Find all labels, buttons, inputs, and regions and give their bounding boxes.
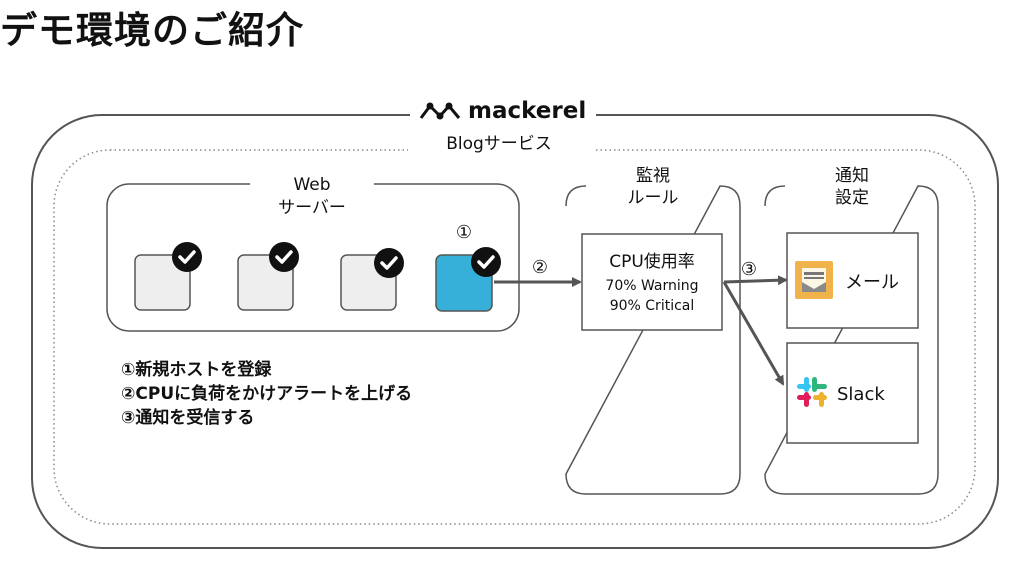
cpu-rule-card[interactable] <box>581 233 723 331</box>
page-title: デモ環境のご紹介 <box>0 9 304 52</box>
check-badge-icon <box>471 247 501 277</box>
host-2[interactable] <box>237 242 299 311</box>
slack-target-card[interactable] <box>786 342 919 444</box>
step-3-text: ③通知を受信する <box>121 407 254 428</box>
step3-marker: ③ <box>741 259 757 280</box>
rule-title: CPU使用率 <box>609 251 695 272</box>
mail-label: メール <box>845 272 899 293</box>
arrow-rule-to-mail <box>723 275 788 286</box>
notify-group-label-line1: 通知 <box>835 166 869 186</box>
step-2-text: ②CPUに負荷をかけアラートを上げる <box>121 383 412 404</box>
host-3[interactable] <box>340 248 404 311</box>
web-group-label-line1: Web <box>293 175 330 195</box>
check-badge-icon <box>269 242 299 272</box>
mail-icon <box>795 261 833 299</box>
service-label: Blogサービス <box>446 134 552 154</box>
monitor-group-label-line1: 監視 <box>636 166 670 186</box>
monitor-rule-group <box>565 185 741 495</box>
host-1[interactable] <box>134 242 202 311</box>
slack-icon <box>797 377 827 407</box>
notification-group <box>764 185 939 495</box>
step2-marker: ② <box>532 257 548 278</box>
check-badge-icon <box>374 248 404 278</box>
mackerel-logo-icon <box>419 102 461 120</box>
brand-name: mackerel <box>468 98 586 124</box>
rule-warning: 70% Warning <box>605 278 698 294</box>
monitor-group-label-line2: ルール <box>628 188 679 208</box>
slack-label: Slack <box>837 384 885 405</box>
host-4-new[interactable] <box>435 247 501 312</box>
step1-marker: ① <box>456 222 472 243</box>
check-badge-icon <box>172 242 202 272</box>
step-1-text: ①新規ホストを登録 <box>121 359 272 380</box>
rule-critical: 90% Critical <box>610 298 695 314</box>
web-group-label-line2: サーバー <box>278 198 346 218</box>
arrow-rule-to-slack <box>722 281 785 386</box>
notify-group-label-line2: 設定 <box>835 188 869 208</box>
